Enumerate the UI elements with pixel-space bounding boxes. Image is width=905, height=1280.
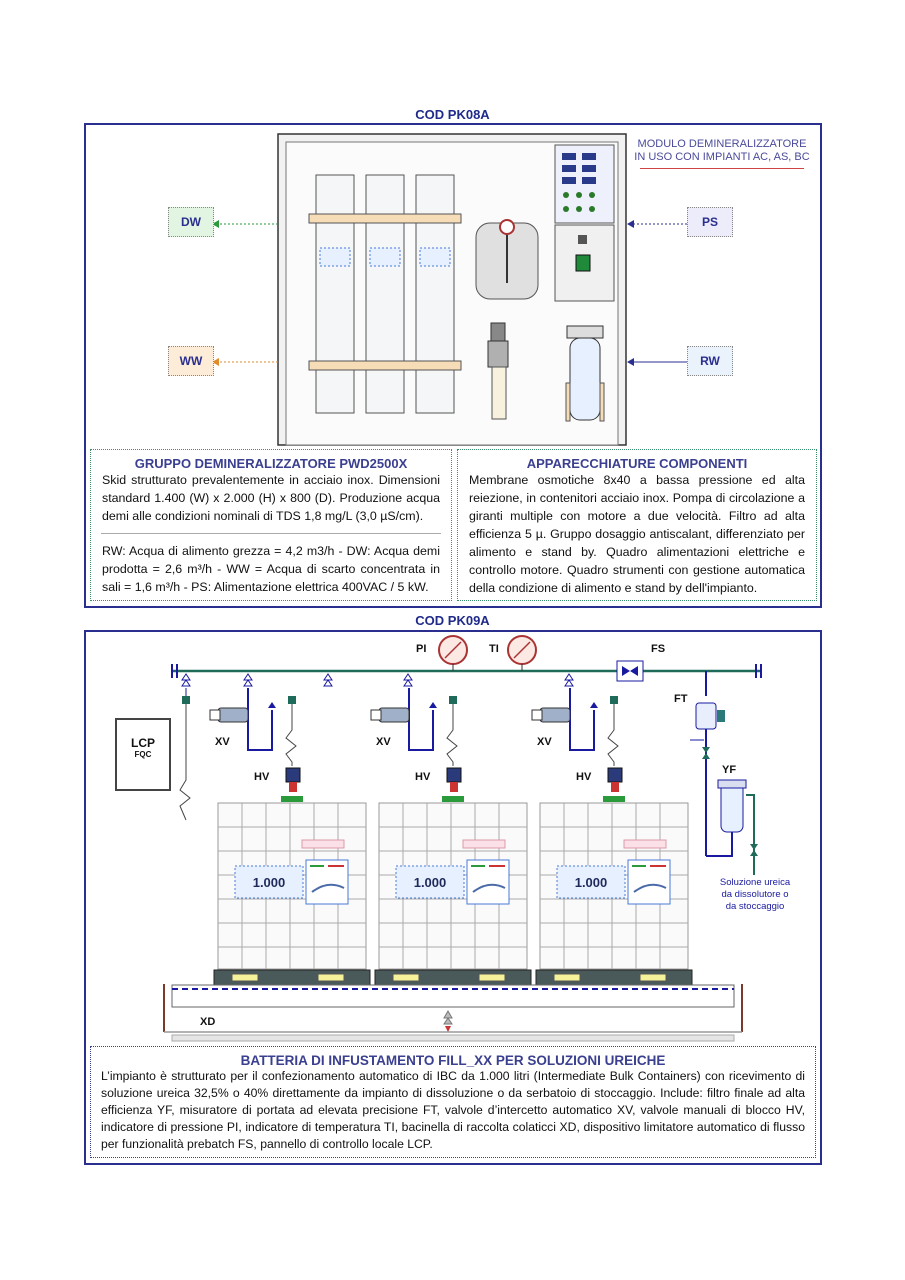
stream-rw: RW bbox=[687, 346, 733, 376]
ibc-volume-label: 1.000 bbox=[252, 875, 286, 890]
filling-unit bbox=[209, 688, 371, 986]
xd-tray bbox=[171, 984, 735, 1008]
pk08a-code: COD PK08A bbox=[415, 107, 490, 122]
control-panel bbox=[554, 144, 615, 302]
hv-label: HV bbox=[254, 771, 270, 783]
cartridge-filter bbox=[565, 325, 605, 422]
pk08a-box-left: GRUPPO DEMINERALIZZATORE PWD2500X Skid s… bbox=[90, 449, 452, 601]
ft-icon bbox=[695, 702, 717, 730]
pk09a-box-para: L’impianto è strutturato per il confezio… bbox=[101, 1069, 805, 1151]
xv-label: XV bbox=[215, 736, 230, 748]
ibc-volume-label: 1.000 bbox=[574, 875, 608, 890]
source-note-line3: da stoccaggio bbox=[725, 901, 785, 912]
yf-label: YF bbox=[722, 764, 737, 776]
filling-unit bbox=[531, 688, 693, 986]
dosing-tank bbox=[475, 219, 539, 300]
ti-label: TI bbox=[489, 643, 499, 655]
circulation-pump bbox=[487, 322, 509, 420]
source-note: Soluzione ureica da dissolutore o da sto… bbox=[700, 877, 810, 913]
source-note-line2: da dissolutore o bbox=[721, 889, 789, 900]
module-note: MODULO DEMINERALIZZATORE IN USO CON IMPI… bbox=[632, 138, 812, 169]
stream-dw: DW bbox=[168, 207, 214, 237]
box-left-para1: Skid strutturato prevalentemente in acci… bbox=[102, 473, 440, 523]
box-left-title: GRUPPO DEMINERALIZZATORE PWD2500X bbox=[134, 456, 408, 471]
filling-unit bbox=[370, 688, 532, 986]
hv-label: HV bbox=[415, 771, 431, 783]
pk09a-filling-drawing bbox=[163, 635, 762, 1042]
hv-label: HV bbox=[576, 771, 592, 783]
box-right-title: APPARECCHIATURE COMPONENTI bbox=[526, 456, 748, 471]
box-left-divider bbox=[101, 533, 441, 534]
stream-ps: PS bbox=[687, 207, 733, 237]
box-right-para: Membrane osmotiche 8x40 a bassa pression… bbox=[469, 473, 805, 595]
membrane-vessels bbox=[308, 174, 462, 414]
module-note-line2: IN USO CON IMPIANTI AC, AS, BC bbox=[634, 151, 810, 163]
stream-ww: WW bbox=[168, 346, 214, 376]
ibc-volume-label: 1.000 bbox=[413, 875, 447, 890]
pk08a-box-right: APPARECCHIATURE COMPONENTI Membrane osmo… bbox=[457, 449, 817, 601]
module-note-line1: MODULO DEMINERALIZZATORE bbox=[637, 138, 807, 150]
lcp-panel: LCP FQC bbox=[115, 718, 171, 791]
pk09a-box-title: BATTERIA DI INFUSTAMENTO FILL_XX PER SOL… bbox=[240, 1053, 666, 1068]
ft-label: FT bbox=[674, 693, 688, 705]
pi-label: PI bbox=[416, 643, 427, 655]
pk09a-box: BATTERIA DI INFUSTAMENTO FILL_XX PER SOL… bbox=[90, 1046, 816, 1158]
pk09a-code: COD PK09A bbox=[415, 613, 490, 628]
filling-units bbox=[209, 688, 693, 986]
box-left-para2: RW: Acqua di alimento grezza = 4,2 m3/h … bbox=[102, 544, 440, 594]
lcp-label: LCP bbox=[131, 736, 155, 750]
xv-label: XV bbox=[537, 736, 552, 748]
module-note-underline bbox=[640, 168, 804, 169]
xv-label: XV bbox=[376, 736, 391, 748]
source-note-line1: Soluzione ureica bbox=[719, 877, 791, 888]
fqc-label: FQC bbox=[134, 750, 152, 759]
xd-label: XD bbox=[200, 1016, 216, 1028]
pk08a-skid-drawing bbox=[212, 133, 687, 446]
fs-label: FS bbox=[651, 643, 666, 655]
